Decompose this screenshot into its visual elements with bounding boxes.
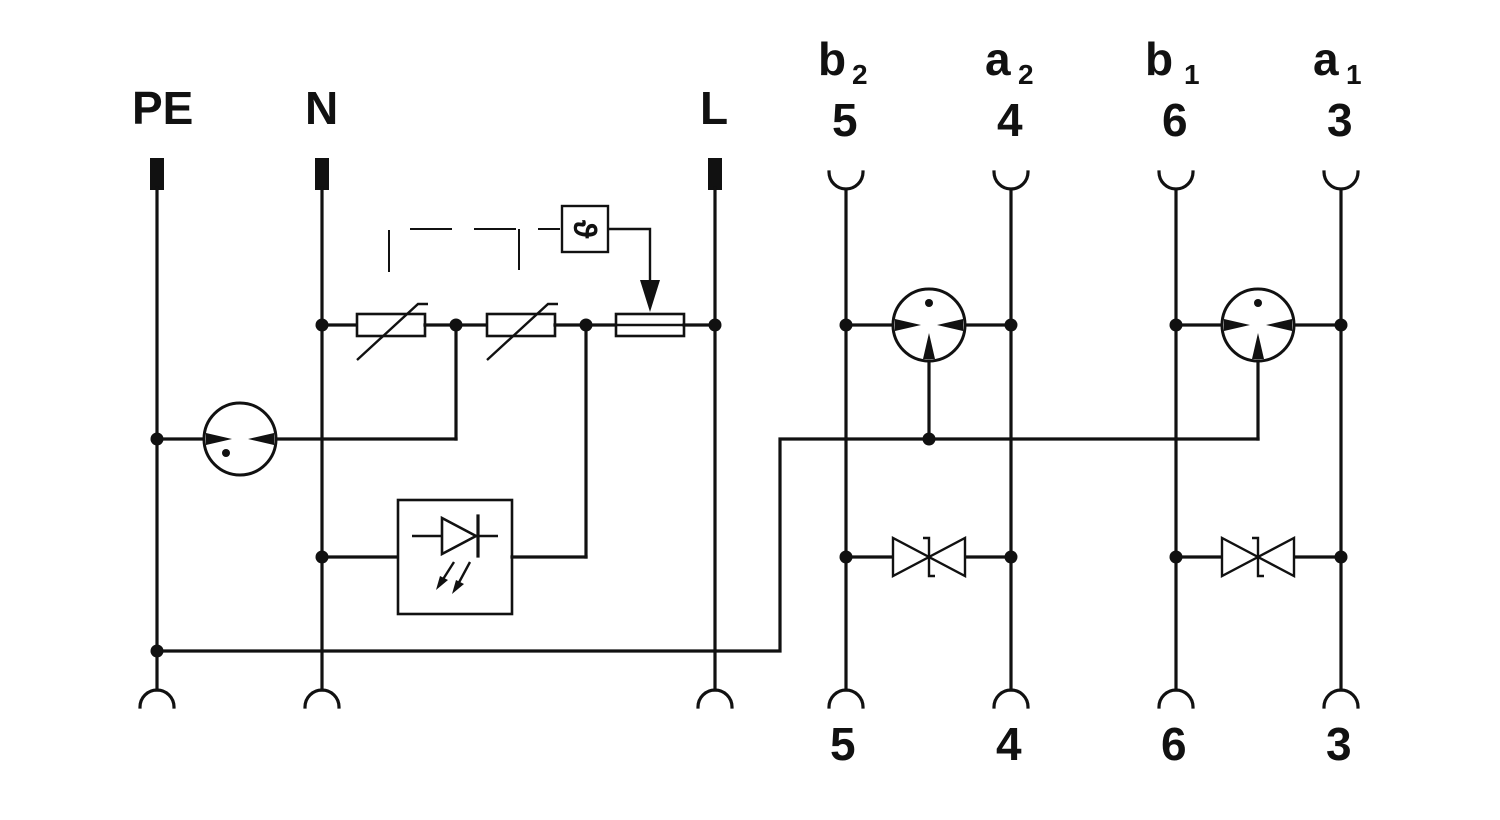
varistor-2-icon — [485, 312, 557, 338]
gdt1-electrode-right — [1266, 319, 1292, 331]
label-bottom-5: 5 — [830, 718, 856, 770]
label-a1-num: 3 — [1327, 94, 1353, 146]
label-b1-letter: b — [1145, 33, 1173, 85]
led-light-arrowhead-2 — [452, 580, 464, 594]
thermal-theta-icon: ϑ — [567, 220, 603, 239]
junction-dot — [1004, 550, 1018, 564]
tvs-diode-pair1-right-icon — [1255, 536, 1296, 578]
junction-dot — [708, 318, 722, 332]
b2-bottom-terminal — [827, 688, 865, 709]
tvs-diode-pair2-right-icon — [926, 536, 967, 578]
varistor-2-slash — [486, 302, 558, 361]
junction-dot — [150, 432, 164, 446]
junction-dot — [579, 318, 593, 332]
label-bottom-6: 6 — [1161, 718, 1187, 770]
a1-top-terminal — [1322, 170, 1360, 191]
junction-dot — [315, 318, 329, 332]
junction-dot — [1169, 550, 1183, 564]
junction-dot — [1004, 318, 1018, 332]
gdt1-electrode-left — [1224, 319, 1250, 331]
led-diode-icon — [440, 515, 479, 557]
a2-top-terminal — [992, 170, 1030, 191]
gdt2-gas-dot — [925, 299, 933, 307]
gdt2-electrode-right — [937, 319, 963, 331]
label-n: N — [305, 82, 338, 134]
junction-dots — [150, 318, 1348, 658]
gdt2-electrode-bottom — [923, 333, 935, 359]
label-b2-sub: 2 — [852, 59, 868, 90]
l-bottom-terminal — [696, 688, 734, 709]
led-light-arrowhead-1 — [436, 576, 448, 590]
junction-dot — [1334, 318, 1348, 332]
tvs-diode-pair2-bar — [923, 536, 935, 578]
junction-dot — [839, 550, 853, 564]
label-a2-letter: a — [985, 33, 1011, 85]
n-bottom-terminal — [303, 688, 341, 709]
junction-dot — [1169, 318, 1183, 332]
label-bottom-3: 3 — [1326, 718, 1352, 770]
label-a1-sub: 1 — [1346, 59, 1362, 90]
pe-plug-terminal — [150, 158, 164, 190]
gdt-pe-electrode-right — [248, 433, 274, 445]
label-pe: PE — [132, 82, 193, 134]
l-plug-terminal — [708, 158, 722, 190]
label-b1-sub: 1 — [1184, 59, 1200, 90]
label-l: L — [700, 82, 728, 134]
n-plug-terminal — [315, 158, 329, 190]
tvs-diode-pair2-left-icon — [891, 536, 932, 578]
junction-dot — [449, 318, 463, 332]
b1-bottom-terminal — [1157, 688, 1195, 709]
label-a1-letter: a — [1313, 33, 1339, 85]
gdt-pe-electrode-left — [206, 433, 232, 445]
thermal-trip-arrow-icon — [640, 280, 660, 312]
gdt1-electrode-bottom — [1252, 333, 1264, 359]
tvs-diode-pair1-bar — [1252, 536, 1264, 578]
junction-dot — [315, 550, 329, 564]
b2-top-terminal — [827, 170, 865, 191]
thermal-trip-line — [608, 227, 652, 282]
ground-bus — [155, 437, 1260, 653]
led-indicator-module — [396, 498, 514, 616]
thermal-coupling-dashed — [388, 228, 560, 272]
tvs-diode-pair1-left-icon — [1220, 536, 1261, 578]
a2-bottom-terminal — [992, 688, 1030, 709]
label-bottom-4: 4 — [996, 718, 1022, 770]
gdt-pe-gas-dot — [222, 449, 230, 457]
label-a2-sub: 2 — [1018, 59, 1034, 90]
label-b2-letter: b — [818, 33, 846, 85]
varistor-1-icon — [355, 312, 427, 338]
label-b2-num: 5 — [832, 94, 858, 146]
label-b1-num: 6 — [1162, 94, 1188, 146]
label-a2-num: 4 — [997, 94, 1023, 146]
junction-dot — [839, 318, 853, 332]
gdt1-gas-dot — [1254, 299, 1262, 307]
a1-bottom-terminal — [1322, 688, 1360, 709]
junction-dot — [922, 432, 936, 446]
varistor-1-slash — [356, 302, 428, 361]
b1-top-terminal — [1157, 170, 1195, 191]
junction-dot — [1334, 550, 1348, 564]
gdt2-electrode-left — [895, 319, 921, 331]
pe-bottom-terminal — [138, 688, 176, 709]
junction-dot — [150, 644, 164, 658]
